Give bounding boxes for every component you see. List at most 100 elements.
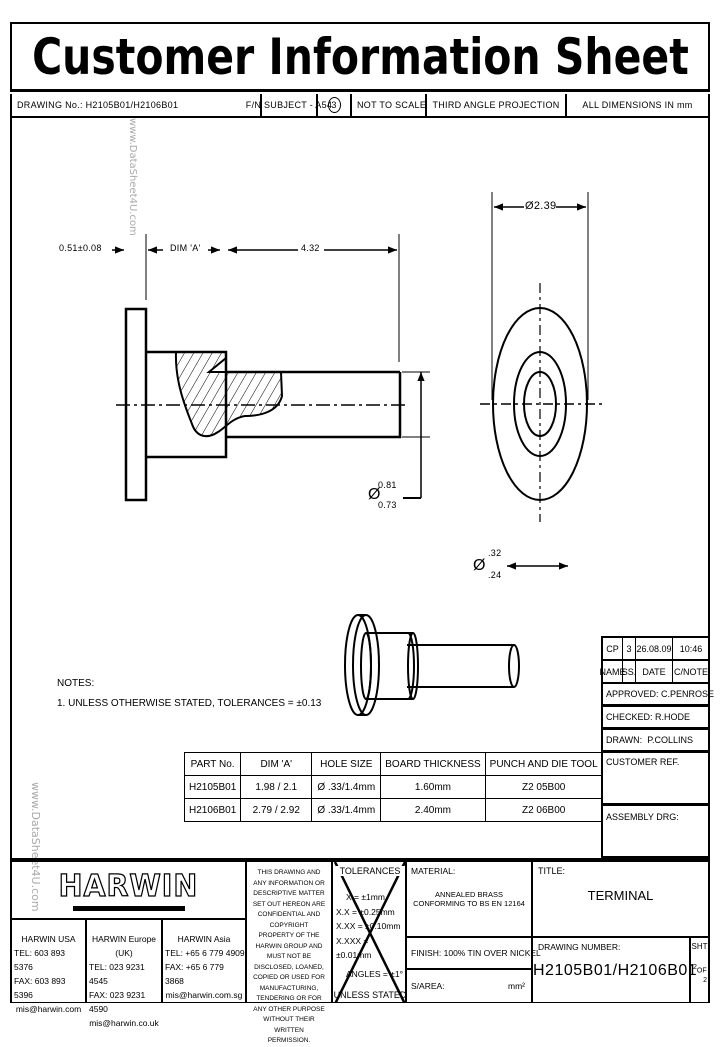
sarea-unit: mm² bbox=[508, 981, 525, 991]
notes-heading: NOTES: bbox=[57, 678, 95, 689]
top-dimensions bbox=[112, 234, 400, 362]
drawing-number-label: DRAWING NUMBER: bbox=[538, 942, 621, 952]
cross-out-icon bbox=[333, 862, 405, 1002]
revision-date: 26.08.09 bbox=[636, 638, 673, 661]
table-cell: H2105B01 bbox=[183, 775, 242, 799]
page-title: Customer Information Sheet bbox=[31, 27, 689, 86]
technical-drawing bbox=[112, 192, 602, 716]
checked-value: R.HODE bbox=[655, 712, 691, 722]
title-block: HARWIN HARWIN USA TEL: 603 893 5376 FAX:… bbox=[10, 858, 710, 1044]
material-label: MATERIAL: bbox=[411, 866, 456, 876]
diameter-symbol: Ø bbox=[368, 486, 381, 503]
logo-cell: HARWIN bbox=[10, 861, 246, 919]
revision-header: DATE bbox=[636, 661, 673, 684]
office-tel: TEL: +65 6 779 4909 bbox=[165, 948, 245, 958]
projection-cell: THIRD ANGLE PROJECTION bbox=[427, 94, 567, 116]
page-title-bar: Customer Information Sheet bbox=[10, 22, 710, 92]
material-value-2: CONFORMING TO BS EN 12164 bbox=[413, 899, 525, 908]
dim-hole-dia-upper: .32 bbox=[488, 548, 502, 558]
table-cell: Ø .33/1.4mm bbox=[311, 775, 382, 799]
table-cell: Ø .33/1.4mm bbox=[311, 798, 382, 822]
approved-field: APPROVED: C.PENROSE bbox=[603, 684, 714, 707]
assembly-drg-label: ASSEMBLY DRG: bbox=[606, 812, 679, 822]
approved-label: APPROVED: bbox=[606, 689, 659, 699]
issue-circle-icon: 3 bbox=[327, 97, 341, 113]
dim-flange-thickness: 0.51±0.08 bbox=[59, 243, 102, 253]
table-cell: Z2 06B00 bbox=[484, 798, 603, 822]
table-cell: 1.98 / 2.1 bbox=[240, 775, 313, 799]
office-fax: FAX: 603 893 5396 bbox=[14, 976, 66, 1000]
approved-value: C.PENROSE bbox=[661, 689, 715, 699]
column-header: PART No. bbox=[183, 752, 242, 776]
office-fax: FAX: 023 9231 4590 bbox=[89, 990, 146, 1014]
tolerance-line: X.XXX = ±0.01mm bbox=[336, 935, 372, 961]
dimensions-value: ALL DIMENSIONS IN mm bbox=[582, 100, 693, 110]
sarea-cell: S/AREA: mm² bbox=[406, 969, 532, 1003]
office-asia: HARWIN Asia TEL: +65 6 779 4909 FAX: +65… bbox=[162, 919, 246, 1003]
column-header: DIM 'A' bbox=[240, 752, 313, 776]
office-usa: HARWIN USA TEL: 603 893 5376 FAX: 603 89… bbox=[10, 919, 86, 1014]
scale-value: NOT TO SCALE bbox=[357, 100, 427, 110]
sheet-total: 2 bbox=[703, 976, 707, 984]
office-name: HARWIN USA bbox=[21, 934, 76, 944]
projection-value: THIRD ANGLE PROJECTION bbox=[432, 100, 560, 110]
tolerance-line: X.X = ±0.25mm bbox=[336, 906, 395, 917]
revision-header: NAME bbox=[600, 661, 626, 684]
issue-cell: 3 bbox=[318, 94, 352, 116]
column-header: HOLE SIZE bbox=[311, 752, 382, 776]
office-name: HARWIN Asia bbox=[177, 934, 231, 944]
table-cell: H2106B01 bbox=[183, 798, 242, 822]
drawing-no-cell: DRAWING No.: H2105B01/H2106B01 bbox=[12, 94, 262, 116]
drawn-field: DRAWN: P.COLLINS bbox=[603, 730, 708, 753]
revision-header-row: NAME SS. DATE C/NOTE bbox=[600, 661, 710, 684]
checked-field: CHECKED: R.HODE bbox=[603, 707, 708, 730]
tolerances-box: TOLERANCES X = ±1mm X.X = ±0.25mm X.XX =… bbox=[332, 861, 406, 1003]
office-tel: TEL: 603 893 5376 bbox=[14, 948, 66, 972]
info-row: DRAWING No.: H2105B01/H2106B01 F/N SUBJE… bbox=[10, 94, 710, 118]
office-email[interactable]: mis@harwin.com bbox=[15, 1004, 82, 1014]
dim-pin-dia-upper: 0.81 bbox=[378, 480, 397, 490]
diameter-symbol: Ø bbox=[473, 557, 486, 574]
subject-cell: F/N SUBJECT - A54 bbox=[246, 94, 332, 116]
table-header-row: PART No. DIM 'A' HOLE SIZE BOARD THICKNE… bbox=[183, 752, 603, 776]
revision-header: C/NOTE bbox=[673, 661, 710, 684]
table-row: H2105B01 1.98 / 2.1 Ø .33/1.4mm 1.60mm Z… bbox=[183, 775, 603, 799]
assembly-drg-field: ASSEMBLY DRG: bbox=[603, 806, 708, 856]
material-value-1: ANNEALED BRASS bbox=[435, 890, 503, 899]
dim-hole-dia-lower: .24 bbox=[488, 570, 502, 580]
material-cell: MATERIAL: ANNEALED BRASS CONFORMING TO B… bbox=[406, 861, 532, 937]
tolerance-line: X.XX = ±0.10mm bbox=[336, 921, 401, 931]
sheet-number: 2 bbox=[693, 964, 697, 971]
office-fax: FAX: +65 6 779 3868 bbox=[165, 962, 224, 986]
drawing-no-value: H2105B01/H2106B01 bbox=[85, 100, 179, 110]
office-email[interactable]: mis@harwin.co.uk bbox=[89, 1018, 159, 1028]
revision-by: CP bbox=[603, 638, 623, 661]
sarea-label: S/AREA: bbox=[411, 981, 445, 991]
table-cell: 2.40mm bbox=[380, 798, 486, 822]
side-view bbox=[116, 307, 430, 502]
finish-label: FINISH: bbox=[411, 948, 442, 958]
tolerance-line: ANGLES = ±1° bbox=[346, 968, 403, 979]
drawing-number-value: H2105B01/H2106B01 bbox=[533, 962, 698, 979]
finish-cell: FINISH: 100% TIN OVER NICKEL bbox=[406, 937, 541, 969]
notes: NOTES: 1. UNLESS OTHERWISE STATED, TOLER… bbox=[57, 674, 321, 714]
drawing-no-label: DRAWING No.: bbox=[17, 100, 83, 110]
table-cell: 2.79 / 2.92 bbox=[240, 798, 313, 822]
table-cell: 1.60mm bbox=[380, 775, 486, 799]
note-item: 1. UNLESS OTHERWISE STATED, TOLERANCES =… bbox=[57, 698, 322, 709]
finish-value: 100% TIN OVER NICKEL bbox=[443, 948, 541, 958]
sheet-cell: SHT 2OF 2 bbox=[690, 937, 710, 1003]
customer-ref-field: CUSTOMER REF. bbox=[603, 753, 708, 806]
table-cell: Z2 05B00 bbox=[484, 775, 603, 799]
drawn-label: DRAWN: bbox=[606, 735, 643, 745]
office-europe: HARWIN Europe (UK) TEL: 023 9231 4545 FA… bbox=[86, 919, 162, 1028]
revision-block: CP 3 26.08.09 10:46 NAME SS. DATE C/NOTE… bbox=[600, 636, 714, 858]
title-label: TITLE: bbox=[538, 866, 566, 876]
parts-table: PART No. DIM 'A' HOLE SIZE BOARD THICKNE… bbox=[183, 752, 603, 822]
checked-label: CHECKED: bbox=[606, 712, 653, 722]
title-value: TERMINAL bbox=[587, 888, 654, 903]
office-email[interactable]: mis@harwin.com.sg bbox=[165, 990, 243, 1000]
tolerances-heading: TOLERANCES bbox=[333, 866, 405, 876]
sheet-fraction: 2OF 2 bbox=[691, 963, 708, 985]
sheet-of: OF bbox=[696, 967, 707, 975]
